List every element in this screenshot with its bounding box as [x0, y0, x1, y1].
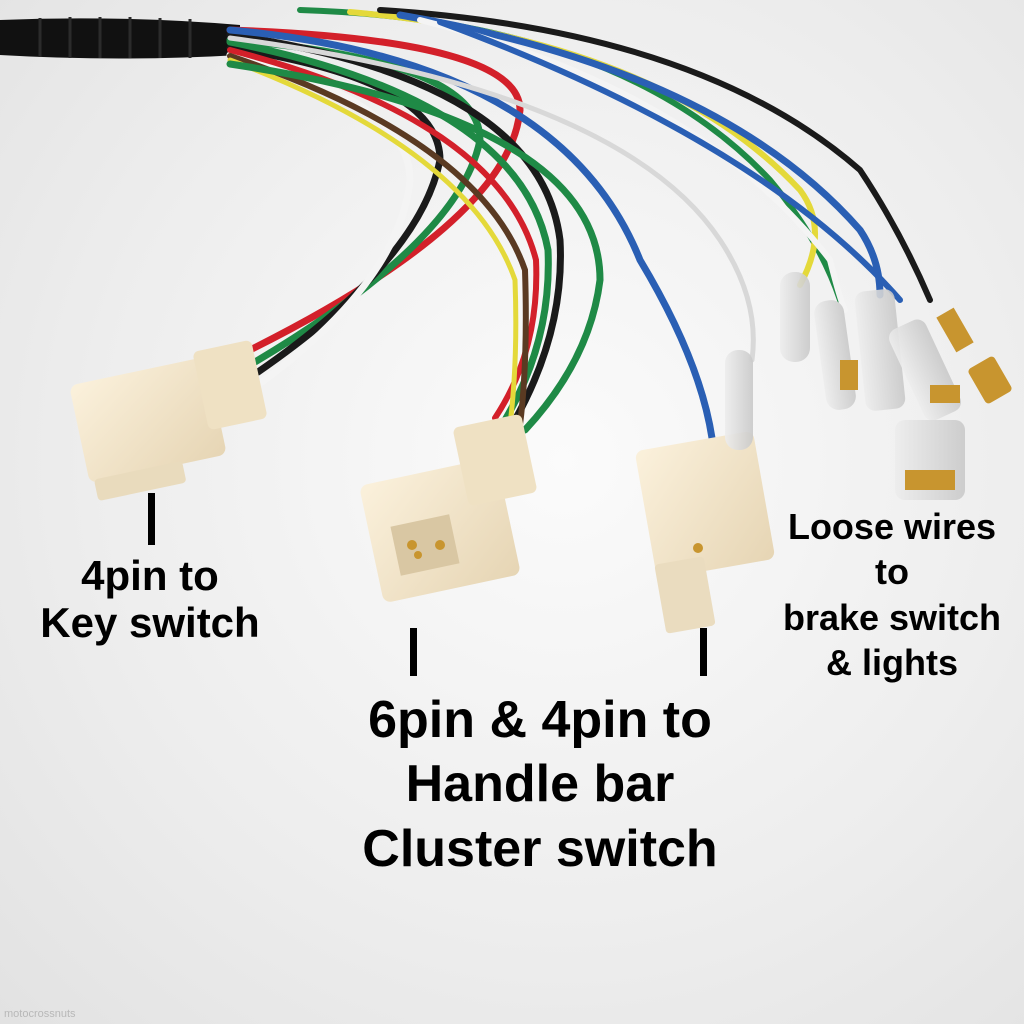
key-switch-label-line2: Key switch — [40, 599, 260, 647]
loose-terminals — [725, 272, 1012, 500]
loose-wires-label-line2: to — [875, 551, 909, 593]
handle-bar-label-line2: Handle bar — [405, 755, 675, 814]
loose-wires-label: Loose wires to brake switch & lights — [760, 504, 1024, 685]
six-pin-marker — [410, 628, 417, 676]
watermark: motocrossnuts — [4, 1008, 76, 1020]
four-pin-marker — [700, 628, 707, 676]
key-switch-label-line1: 4pin to — [81, 552, 219, 599]
key-switch-label: 4pin to Key switch — [0, 552, 300, 646]
handle-bar-label-line1: 6pin & 4pin to — [368, 691, 712, 749]
wire-white — [226, 51, 414, 386]
loose-wires-label-line3: brake switch — [782, 596, 1002, 638]
handle-bar-label-line3: Cluster switch — [362, 819, 718, 878]
key-switch-connector — [70, 340, 267, 501]
harness-bundle — [0, 18, 240, 59]
handle-bar-label: 6pin & 4pin to Handle bar Cluster switch — [300, 688, 780, 881]
loose-wires-label-line4: & lights — [826, 642, 958, 684]
loose-wires-label-line1: Loose wires — [787, 506, 997, 547]
key-switch-marker — [148, 493, 155, 545]
six-pin-connector — [360, 414, 537, 602]
handlebar-connector — [635, 431, 775, 634]
